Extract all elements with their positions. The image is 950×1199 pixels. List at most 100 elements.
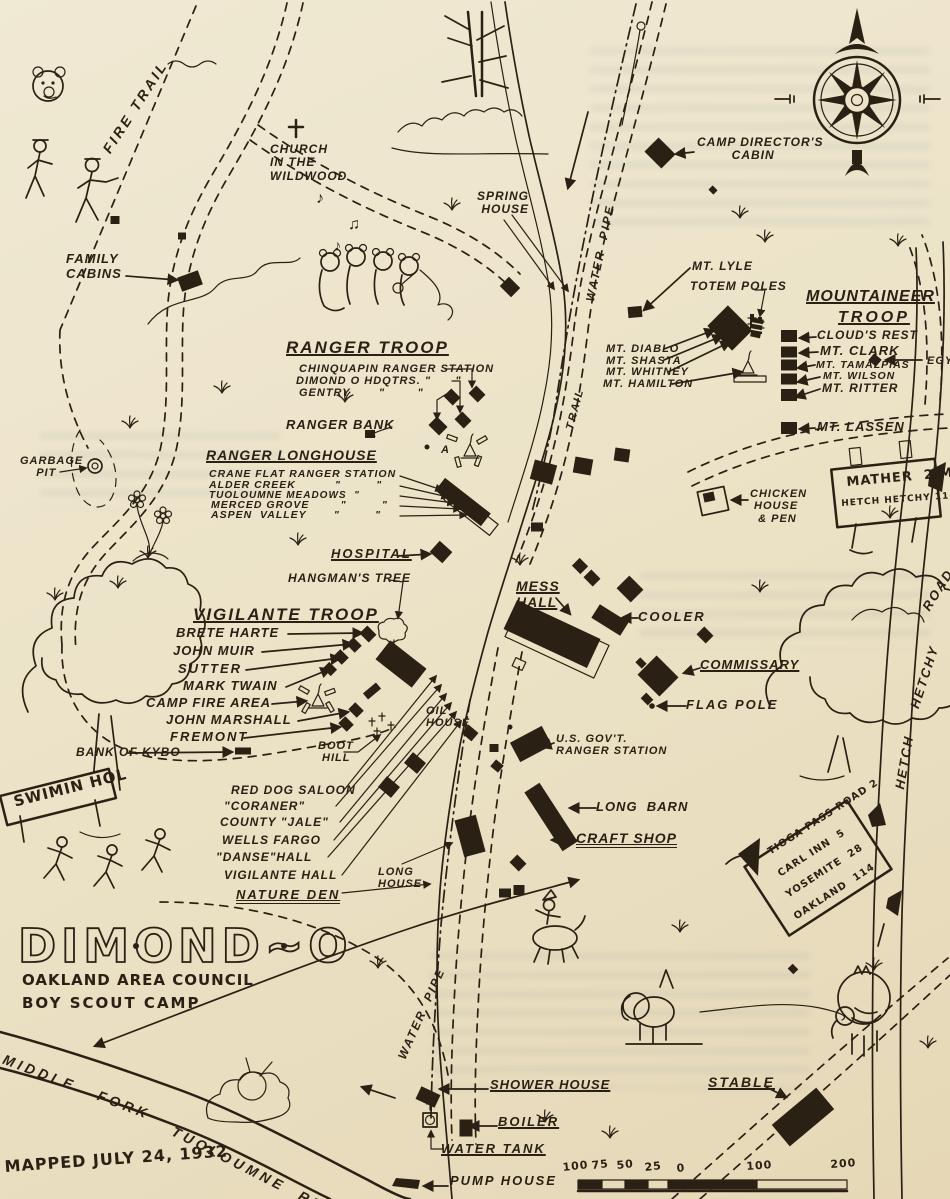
shower-house-label: SHOWER HOUSE (490, 1077, 611, 1092)
ranger-station-building (454, 411, 472, 429)
ranger-station-building (443, 388, 461, 406)
tuoloumne-meadows-label: TUOLOUMNE MEADOWS " (209, 490, 360, 501)
road-distance-sign (725, 799, 902, 947)
oil-house-label: OIL HOUSE (426, 705, 471, 730)
nature-den-label: NATURE DEN (236, 887, 341, 904)
cooler-building (591, 604, 629, 636)
craft-shop-label: CRAFT SHOP (576, 830, 677, 848)
mark-twain-label: MARK TWAIN (183, 678, 278, 693)
spring-house-label: SPRING HOUSE (477, 189, 530, 217)
building (110, 216, 120, 224)
building (708, 185, 718, 195)
pump-house-building (392, 1178, 420, 1189)
camp-access-trail (92, 876, 581, 1049)
mt-diablo-label: MT. DIABLO (606, 343, 680, 355)
building (531, 522, 543, 532)
building (461, 724, 479, 742)
water-tank-label: WATER TANK (441, 1141, 546, 1156)
flag-pole-label: FLAG POLE (686, 697, 779, 712)
brete-harte-label: BRETE HARTE (176, 625, 280, 640)
building (499, 888, 511, 898)
john-marshall-label: JOHN MARSHALL (166, 712, 292, 727)
chicken-house-building (702, 491, 716, 503)
camp-fire-area-label: CAMP FIRE AREA (146, 695, 271, 710)
shrub-sketch (205, 1057, 291, 1123)
mather-sign (830, 439, 946, 555)
shower-house-building (415, 1086, 441, 1108)
building (490, 759, 504, 773)
mt-lyle-label: MT. LYLE (692, 259, 753, 273)
dimond-hdqtrs-label: DIMOND O HDQTRS. " " (296, 375, 462, 387)
music-note-1: ♪ (316, 190, 325, 207)
commissary-label: COMMISSARY (700, 657, 800, 672)
bank-of-kybo-label: BANK OF KYBO (76, 745, 181, 759)
john-muir-label: JOHN MUIR (173, 643, 255, 658)
river-lines (0, 1030, 412, 1199)
mountaineer-cabin (781, 373, 797, 385)
mt-lassen-label: MT. LASSEN (817, 419, 905, 434)
hetch-hetchy-road-line (871, 241, 945, 1199)
ranger-bank-label: RANGER BANK (286, 417, 395, 432)
pump-house-label: PUMP HOUSE (450, 1173, 557, 1188)
merced-grove-label: MERCED GROVE " " (211, 499, 388, 511)
church-cross-icon (287, 118, 305, 139)
scale-tick-50: 50 (615, 1157, 635, 1172)
alder-creek-label: ALDER CREEK " " (209, 479, 383, 491)
mountaineer-cabin (781, 330, 797, 342)
boiler-building (459, 1119, 473, 1137)
church-label: CHURCH IN THE WILDWOOD (270, 142, 348, 183)
mt-clark-label: MT. CLARK (820, 343, 900, 358)
totem-poles-label: TOTEM POLES (690, 279, 787, 293)
ranger-station-building (428, 416, 448, 436)
mt-shasta-label: MT. SHASTA (606, 355, 682, 367)
building (489, 744, 499, 752)
wells-fargo-label: WELLS FARGO (222, 833, 321, 847)
trail-end-circle (636, 21, 646, 31)
building (572, 456, 594, 476)
family-cabins-label: FAMILY CABINS (66, 251, 122, 281)
chicken-house-label: CHICKEN HOUSE & PEN (750, 488, 808, 525)
scale-bar (576, 1179, 849, 1193)
egy-label: EGY (927, 355, 950, 367)
mt-hamilton-label: MT. HAMILTON (603, 378, 694, 390)
danse-hall-label: "DANSE"HALL (216, 850, 313, 864)
commissary-building (637, 655, 679, 697)
pine-tree-sketch (391, 10, 549, 155)
red-dog-saloon-label: RED DOG SALOON (231, 783, 356, 797)
ranger-longhouse-label: RANGER LONGHOUSE (206, 447, 377, 463)
vigilante-cabin (333, 649, 349, 665)
bear-sketch (32, 66, 66, 102)
mess-hall-label: MESS HALL (516, 578, 560, 610)
right-tree-sketch (765, 568, 950, 781)
ranger-station-building (468, 385, 486, 403)
clouds-rest-label: CLOUD'S REST (817, 328, 918, 342)
scale-tick-100-right: 100 (745, 1158, 773, 1173)
hospital-label: HOSPITAL (331, 546, 412, 561)
scale-tick-75: 75 (590, 1157, 610, 1172)
chicken-pen (696, 485, 730, 517)
long-house-building (454, 814, 486, 858)
vigilante-cabin (338, 716, 354, 732)
buildings (110, 137, 882, 1189)
spring-trail-arrow (564, 111, 589, 191)
hospital-building (429, 540, 453, 564)
ranger-longhouse-building (435, 477, 491, 527)
building (696, 626, 714, 644)
us-govt-ranger-station-label: U.S. GOV'T. RANGER STATION (556, 733, 668, 758)
cooler-label: COOLER (638, 609, 706, 624)
spring-house-building (499, 276, 521, 298)
runner-figures-sketch (43, 828, 171, 889)
building (571, 557, 589, 575)
county-jale-label: COUNTY "JALE" (220, 815, 329, 829)
mountaineer-troop-label: TROOP (838, 309, 910, 326)
long-house-label: LONG HOUSE (378, 866, 423, 891)
vigilante-cabin (348, 702, 364, 718)
stable-label: STABLE (708, 1074, 775, 1090)
building (613, 447, 631, 463)
mt-wilson-label: MT. WILSON (823, 370, 896, 382)
mountaineer-cabin (781, 389, 797, 401)
bear-band-sketch (147, 243, 453, 325)
mt-tamalpias-label: MT. TAMALPIAS (816, 359, 910, 371)
vigilante-cabin (359, 625, 377, 643)
